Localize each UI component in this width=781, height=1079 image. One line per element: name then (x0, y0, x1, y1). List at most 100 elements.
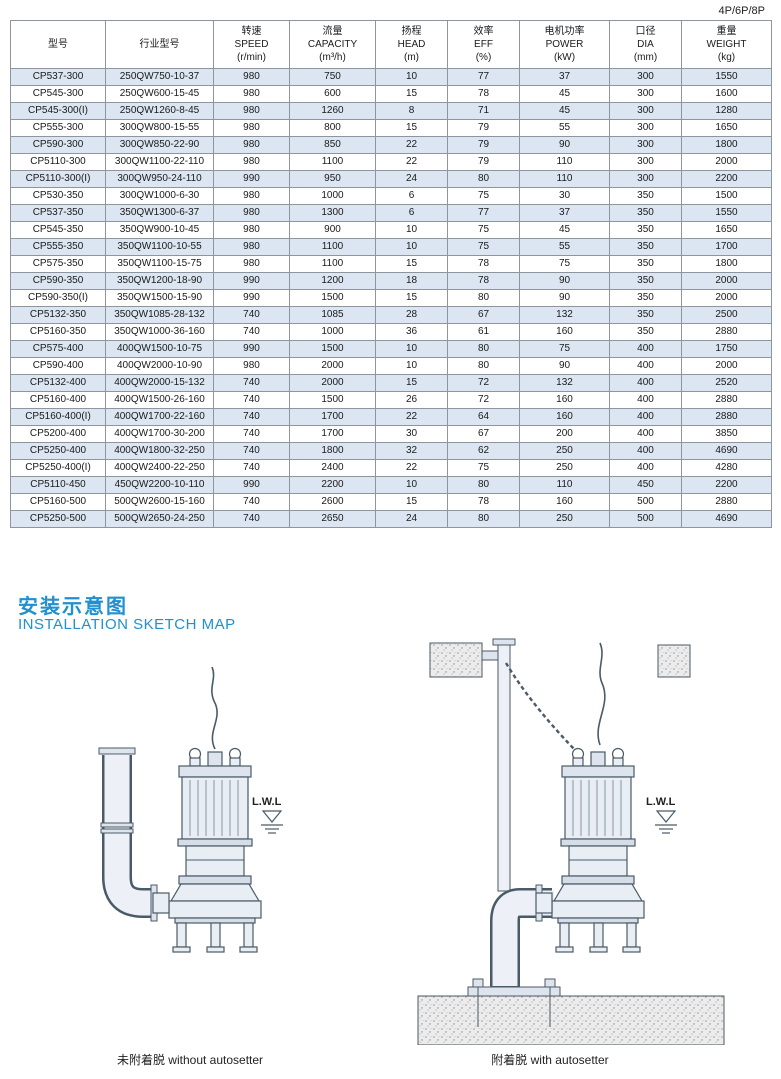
table-cell: 350 (609, 289, 682, 307)
table-cell: 200 (519, 425, 610, 443)
table-cell: 450 (609, 476, 682, 494)
section-title-zh: 安装示意图 (18, 596, 128, 618)
table-cell: 2200 (681, 170, 772, 188)
table-cell: CP5132-400 (10, 374, 106, 392)
submersible-pump (535, 747, 645, 953)
table-cell: 300QW950-24-110 (105, 170, 214, 188)
table-cell: 1700 (681, 238, 772, 256)
table-cell: 400 (609, 357, 682, 375)
table-cell: CP5250-500 (10, 510, 106, 528)
table-cell: 500 (609, 493, 682, 511)
table-cell: 1800 (681, 255, 772, 273)
table-cell: 500 (609, 510, 682, 528)
table-cell: 10 (375, 238, 448, 256)
table-cell: 1500 (289, 391, 376, 409)
table-cell: 72 (447, 391, 520, 409)
table-cell: 1700 (289, 425, 376, 443)
table-cell: 90 (519, 136, 610, 154)
table-cell: 30 (519, 187, 610, 205)
table-cell: 2400 (289, 459, 376, 477)
table-cell: CP537-300 (10, 68, 106, 86)
table-cell: 64 (447, 408, 520, 426)
table-cell: 250QW1260-8-45 (105, 102, 214, 120)
table-cell: CP537-350 (10, 204, 106, 222)
table-cell: CP555-350 (10, 238, 106, 256)
table-cell: 78 (447, 255, 520, 273)
table-cell: 1800 (289, 442, 376, 460)
table-cell: 1650 (681, 119, 772, 137)
table-cell: 2200 (681, 476, 772, 494)
table-cell: 75 (519, 340, 610, 358)
table-cell: 500QW2650-24-250 (105, 510, 214, 528)
table-cell: 300QW1100-22-110 (105, 153, 214, 171)
table-cell: 1300 (289, 204, 376, 222)
table-cell: 980 (213, 68, 290, 86)
table-cell: 800 (289, 119, 376, 137)
section-title-en: INSTALLATION SKETCH MAP (18, 616, 236, 633)
table-cell: 37 (519, 204, 610, 222)
table-cell: 75 (447, 459, 520, 477)
table-cell: CP5160-400(I) (10, 408, 106, 426)
table-cell: 400 (609, 442, 682, 460)
table-cell: 90 (519, 289, 610, 307)
table-cell: 1800 (681, 136, 772, 154)
water-level-symbol (654, 810, 678, 834)
table-cell: 1100 (289, 255, 376, 273)
table-cell: CP590-300 (10, 136, 106, 154)
table-cell: 80 (447, 170, 520, 188)
table-cell: CP590-350(I) (10, 289, 106, 307)
table-cell: 350 (609, 306, 682, 324)
table-cell: 250QW750-10-37 (105, 68, 214, 86)
table-cell: 1650 (681, 221, 772, 239)
table-cell: 350QW1100-15-75 (105, 255, 214, 273)
table-cell: 400 (609, 391, 682, 409)
table-cell: 740 (213, 323, 290, 341)
table-cell: 400QW2000-15-132 (105, 374, 214, 392)
table-cell: 350QW1000-36-160 (105, 323, 214, 341)
table-cell: 77 (447, 68, 520, 86)
concrete-block (657, 644, 691, 678)
lwl-label-left: L.W.L (252, 796, 282, 808)
table-cell: 980 (213, 204, 290, 222)
table-cell: 350QW1085-28-132 (105, 306, 214, 324)
installation-sketch: L.W.L (98, 638, 725, 1045)
table-cell: 36 (375, 323, 448, 341)
table-cell: 15 (375, 289, 448, 307)
submersible-pump (152, 747, 262, 953)
table-cell: 740 (213, 408, 290, 426)
column-header: 行业型号 (105, 20, 214, 69)
table-cell: 55 (519, 119, 610, 137)
table-cell: 740 (213, 374, 290, 392)
table-cell: 2000 (681, 153, 772, 171)
table-cell: 1600 (681, 85, 772, 103)
lwl-label-right: L.W.L (646, 796, 676, 808)
pole-config-label: 4P/6P/8P (718, 5, 765, 17)
table-cell: 6 (375, 204, 448, 222)
table-cell: 132 (519, 374, 610, 392)
table-cell: 750 (289, 68, 376, 86)
table-cell: 67 (447, 425, 520, 443)
table-cell: 300 (609, 153, 682, 171)
table-cell: 1100 (289, 153, 376, 171)
table-cell: 400QW1800-32-250 (105, 442, 214, 460)
table-cell: 6 (375, 187, 448, 205)
table-cell: CP530-350 (10, 187, 106, 205)
table-cell: 950 (289, 170, 376, 188)
table-cell: 350 (609, 255, 682, 273)
table-cell: 980 (213, 85, 290, 103)
discharge-pipe (98, 747, 158, 922)
table-cell: 350QW900-10-45 (105, 221, 214, 239)
table-cell: 15 (375, 374, 448, 392)
